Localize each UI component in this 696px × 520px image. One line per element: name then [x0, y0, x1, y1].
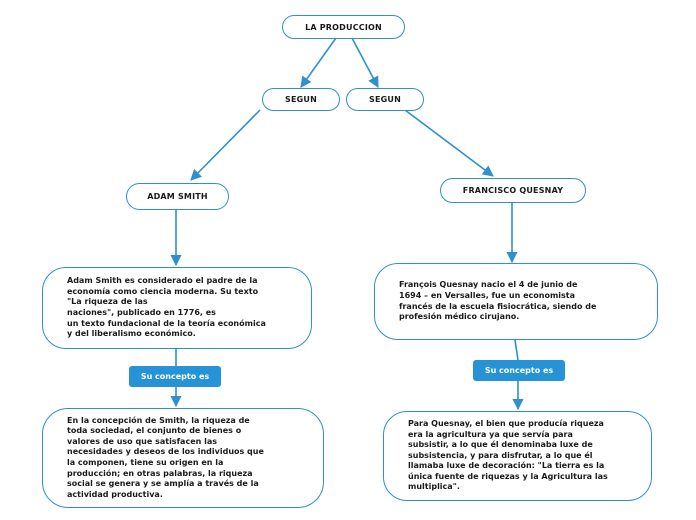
arrow-right-segun-to-quesnay [404, 109, 494, 177]
smith-label: ADAM SMITH [147, 192, 208, 201]
quesnay-concept-pill: Su concepto es [473, 360, 565, 381]
root-node: LA PRODUCCION [282, 15, 405, 39]
quesnay-label: FRANCISCO QUESNAY [462, 186, 564, 195]
arrow-root-to-left-segun [300, 37, 337, 88]
right-segun-node: SEGUN [346, 88, 424, 111]
line-quesnay-bio-to-pill [514, 339, 519, 361]
root-label: LA PRODUCCION [305, 22, 382, 32]
quesnay-bio-node: François Quesnay nacio el 4 de junio de … [374, 263, 658, 340]
left-segun-node: SEGUN [262, 88, 340, 111]
smith-concept-pill: Su concepto es [129, 366, 221, 387]
smith-node: ADAM SMITH [126, 183, 229, 210]
quesnay-concept-text: Para Quesnay, el bien que producía rique… [408, 419, 608, 492]
quesnay-concept-pill-label: Su concepto es [484, 366, 554, 375]
smith-concept-node: En la concepción de Smith, la riqueza de… [42, 408, 324, 508]
left-segun-label: SEGUN [285, 95, 317, 104]
quesnay-bio-text: François Quesnay nacio el 4 de junio de … [399, 280, 597, 322]
quesnay-node: FRANCISCO QUESNAY [440, 178, 586, 203]
right-segun-label: SEGUN [369, 95, 401, 104]
smith-concept-pill-label: Su concepto es [140, 372, 210, 381]
arrow-root-to-right-segun [351, 37, 379, 88]
smith-bio-node: Adam Smith es considerado el padre de la… [42, 267, 312, 349]
smith-bio-text: Adam Smith es considerado el padre de la… [67, 276, 266, 339]
arrow-left-segun-to-smith [190, 109, 261, 181]
quesnay-concept-node: Para Quesnay, el bien que producía rique… [383, 411, 652, 501]
smith-concept-text: En la concepción de Smith, la riqueza de… [67, 415, 264, 499]
